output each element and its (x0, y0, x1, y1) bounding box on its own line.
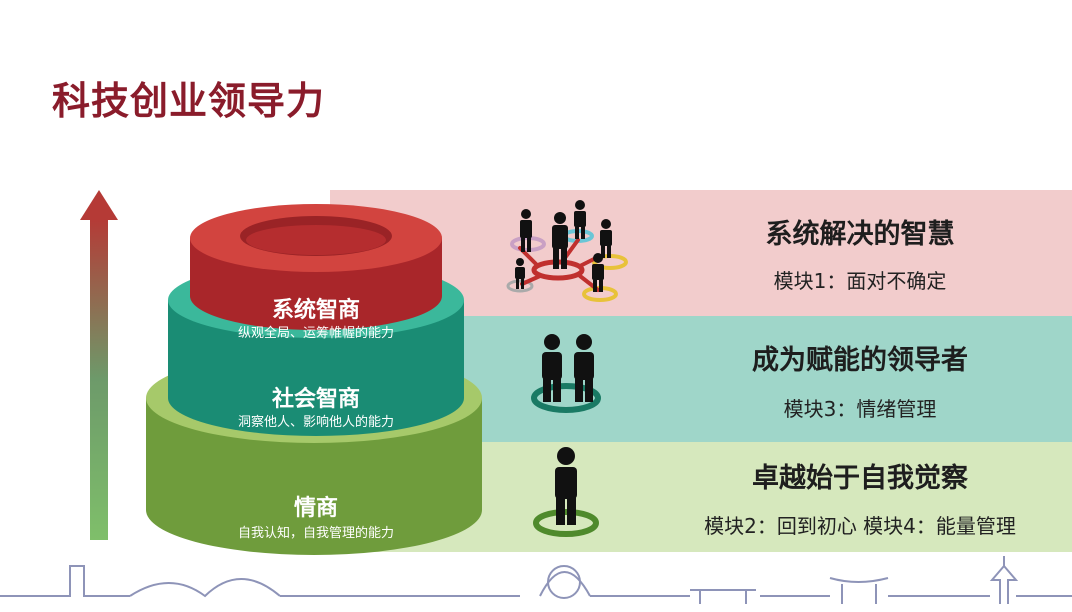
growth-arrow-icon (80, 190, 118, 540)
band-emotional-heading: 卓越始于自我觉察 (752, 463, 968, 494)
single-person-icon (533, 447, 599, 537)
city-skyline-icon (0, 556, 1072, 604)
band-social-modules: 模块3：情绪管理 (783, 397, 937, 421)
tier-system (190, 204, 442, 330)
two-people-icon (531, 334, 601, 413)
tier-emotional-label: 情商 (293, 496, 338, 521)
page-title: 科技创业领导力 (52, 79, 326, 123)
band-social-heading: 成为赋能的领导者 (752, 345, 968, 376)
tier-system-desc: 纵观全局、运筹帷幄的能力 (237, 326, 394, 341)
tier-system-label: 系统智商 (271, 298, 360, 323)
tier-social-desc: 洞察他人、影响他人的能力 (237, 415, 394, 430)
network-people-icon (506, 200, 628, 302)
band-system-heading: 系统解决的智慧 (765, 219, 955, 250)
tier-emotional-desc: 自我认知，自我管理的能力 (237, 526, 394, 541)
tier-social-label: 社会智商 (271, 387, 360, 412)
band-system-modules: 模块1：面对不确定 (773, 269, 947, 293)
band-emotional-modules: 模块2：回到初心 模块4：能量管理 (704, 514, 1016, 538)
